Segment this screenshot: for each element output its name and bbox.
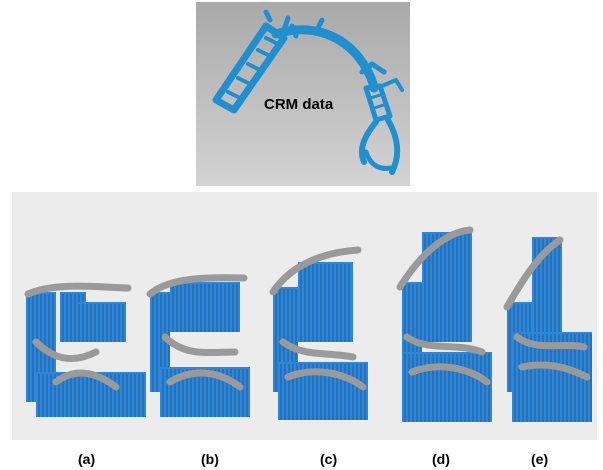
support-renders: [24, 226, 592, 422]
support-render-d-part: [396, 226, 491, 386]
caption-e: (e): [531, 451, 549, 467]
support-orientations-panel: [12, 192, 597, 440]
crm-part-render: [212, 9, 404, 175]
support-render-a-part: [24, 282, 132, 391]
caption-a: (a): [78, 451, 96, 467]
caption-c: (c): [320, 451, 338, 467]
crm-data-panel: [196, 2, 410, 186]
caption-b: (b): [201, 451, 219, 467]
support-render-c-part: [269, 246, 367, 391]
support-render-e-part: [503, 236, 591, 381]
crm-data-label: CRM data: [264, 96, 334, 113]
support-render-b-part: [146, 274, 248, 391]
support-render-a-support: [76, 302, 126, 342]
caption-d: (d): [432, 451, 450, 467]
support-render-d-support: [402, 352, 492, 422]
